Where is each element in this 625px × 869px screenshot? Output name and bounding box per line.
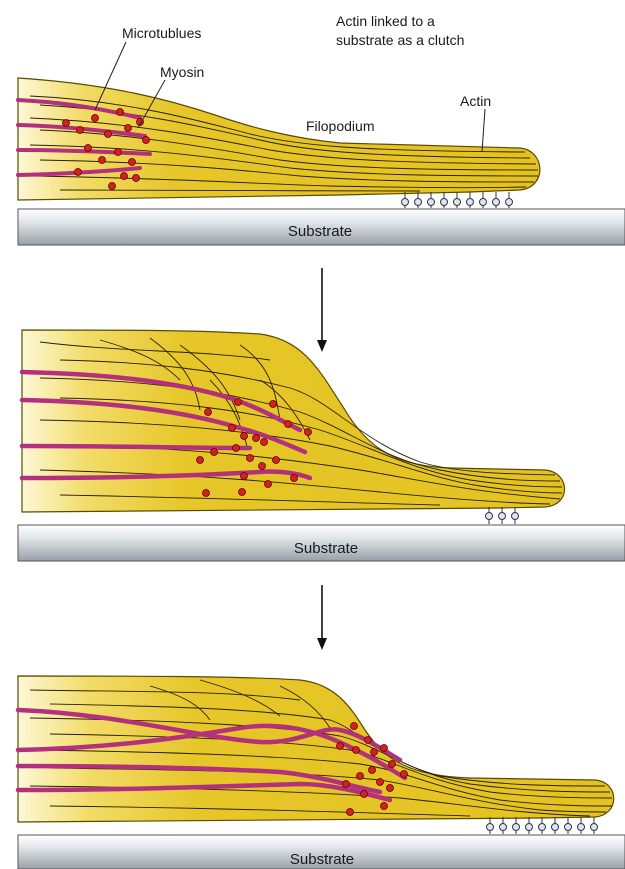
arrow-down-1: [317, 268, 327, 352]
substrate-label-2: Substrate: [294, 540, 358, 557]
myosin-label: Myosin: [160, 64, 204, 80]
clutch: [526, 817, 533, 834]
clutch: [493, 192, 500, 208]
clutch: [512, 507, 519, 524]
clutch: [499, 507, 506, 524]
clutch: [467, 192, 474, 208]
microtubules-label: Microtublues: [122, 25, 201, 41]
clutch: [486, 507, 493, 524]
panel-3: Substrate: [18, 676, 625, 869]
cell-body: [22, 330, 565, 512]
clutch: [591, 817, 598, 834]
clutch: [513, 817, 520, 834]
clutch-label-line2: substrate as a clutch: [336, 32, 464, 48]
clutch: [552, 817, 559, 834]
clutch: [454, 192, 461, 208]
clutch-label-line1: Actin linked to a: [336, 13, 435, 29]
filopodium-label: Filopodium: [306, 118, 374, 134]
panel-1: Substrate Microtublues Myosin Actin link…: [18, 13, 625, 245]
cell-body: [18, 676, 614, 822]
clutch: [565, 817, 572, 834]
arrow-down-2: [317, 585, 327, 650]
clutch: [487, 817, 494, 834]
substrate-label-1: Substrate: [288, 223, 352, 240]
clutch: [539, 817, 546, 834]
clutch: [415, 192, 422, 208]
panel-2: Substrate: [18, 330, 625, 561]
clutch: [441, 192, 448, 208]
clutch: [500, 817, 507, 834]
clutch-row: [486, 507, 519, 524]
substrate-label-3: Substrate: [290, 851, 354, 868]
clutch: [480, 192, 487, 208]
clutch-row: [402, 192, 513, 208]
actin-label: Actin: [460, 93, 491, 109]
clutch: [428, 192, 435, 208]
actin-leader: [482, 109, 485, 152]
clutch-row: [487, 817, 598, 834]
clutch: [506, 192, 513, 208]
clutch: [402, 192, 409, 208]
clutch: [578, 817, 585, 834]
